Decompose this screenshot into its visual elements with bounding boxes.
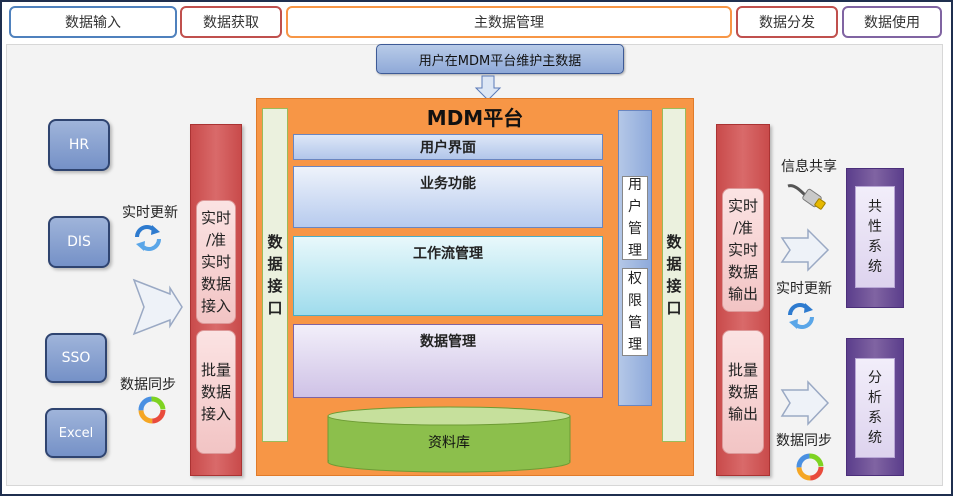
distribute-batch-line: 批量 <box>727 361 758 379</box>
perm-mgmt-line: 管理 <box>628 315 642 353</box>
source-dis-label: DIS <box>67 234 91 250</box>
shared-system-line: 系 <box>868 239 882 255</box>
header-cat-input: 数据输入 <box>9 6 177 38</box>
source-excel: Excel <box>45 408 107 458</box>
distribute-batch-box: 批量 数据 输出 <box>722 330 764 454</box>
acquire-realtime-line: /准 <box>205 231 227 249</box>
user-mgmt-line: 管理 <box>628 221 642 259</box>
layer-user-interface: 用户界面 <box>293 134 603 160</box>
refresh-icon <box>788 303 814 329</box>
source-dis: DIS <box>48 216 110 268</box>
sync-ring-icon <box>796 453 824 481</box>
mdm-platform-title: MDM平台 <box>426 106 524 130</box>
shared-system-line: 共 <box>868 199 882 215</box>
header-cat-input-label: 数据输入 <box>65 15 121 31</box>
header-cat-mdm-label: 主数据管理 <box>474 15 544 31</box>
output-sync-label: 数据同步 <box>776 433 832 449</box>
maintain-note-box: 用户在MDM平台维护主数据 <box>376 44 624 74</box>
acquire-realtime-line: 实时 <box>200 209 231 227</box>
analysis-system-box: 分 析 系 统 <box>855 358 895 458</box>
output-share-label: 信息共享 <box>781 159 837 175</box>
left-data-interface: 数据 接口 <box>262 108 288 442</box>
source-excel-label: Excel <box>58 425 94 441</box>
shared-system-line: 性 <box>868 219 882 235</box>
acquire-batch-line: 接入 <box>200 405 231 423</box>
header-cat-distribute: 数据分发 <box>736 6 838 38</box>
header-cat-distribute-label: 数据分发 <box>759 15 815 31</box>
distribute-batch-line: 数据 <box>727 383 758 401</box>
analysis-system-line: 统 <box>868 430 882 446</box>
distribute-batch-line: 输出 <box>727 405 758 423</box>
header-cat-acquire-label: 数据获取 <box>203 15 259 31</box>
distribute-realtime-line: /准 <box>732 219 754 237</box>
header-cat-use: 数据使用 <box>842 6 942 38</box>
output-arrow-bottom-icon <box>780 380 830 426</box>
left-interface-line: 接口 <box>267 277 283 317</box>
shared-system-box: 共 性 系 统 <box>855 186 895 288</box>
header-cat-acquire: 数据获取 <box>180 6 282 38</box>
right-data-interface: 数据 接口 <box>662 108 686 442</box>
layer-workflow: 工作流管理 <box>293 236 603 316</box>
shared-system-line: 统 <box>868 259 882 275</box>
layer-user-interface-label: 用户界面 <box>420 140 476 156</box>
database-label: 资料库 <box>428 435 470 451</box>
acquire-realtime-line: 实时 <box>200 253 231 271</box>
header-cat-mdm: 主数据管理 <box>286 6 732 38</box>
acquire-batch-box: 批量 数据 接入 <box>196 330 236 454</box>
output-arrow-top-icon <box>780 228 830 272</box>
source-sso-label: SSO <box>61 350 91 366</box>
distribute-realtime-line: 实时 <box>727 241 758 259</box>
right-interface-line: 接口 <box>666 277 682 317</box>
acquire-realtime-line: 接入 <box>200 297 231 315</box>
layer-business-function-label: 业务功能 <box>420 176 476 192</box>
user-mgmt-line: 用户 <box>628 177 642 215</box>
analysis-system-line: 分 <box>868 370 882 386</box>
header-cat-use-label: 数据使用 <box>864 15 920 31</box>
refresh-icon <box>135 225 161 251</box>
source-hr-label: HR <box>68 137 90 153</box>
distribute-realtime-line: 数据 <box>727 263 758 281</box>
source-sso: SSO <box>45 333 107 383</box>
distribute-realtime-box: 实时 /准 实时 数据 输出 <box>722 188 764 312</box>
acquire-batch-line: 批量 <box>200 361 231 379</box>
maintain-note-text: 用户在MDM平台维护主数据 <box>418 53 582 69</box>
plug-connector-icon <box>787 184 826 210</box>
acquire-realtime-box: 实时 /准 实时 数据 接入 <box>196 200 236 324</box>
input-sync-label: 数据同步 <box>120 377 176 393</box>
funnel-input-arrow-icon <box>132 278 183 336</box>
maintain-down-arrow <box>474 75 502 101</box>
right-interface-line: 数据 <box>666 233 682 273</box>
input-realtime-label: 实时更新 <box>122 205 178 221</box>
source-hr: HR <box>48 119 110 171</box>
sync-ring-icon <box>138 396 166 424</box>
analysis-system-line: 析 <box>868 390 882 406</box>
acquire-realtime-line: 数据 <box>200 275 231 293</box>
layer-data-management-label: 数据管理 <box>420 334 476 350</box>
analysis-system-line: 系 <box>868 410 882 426</box>
layer-business-function: 业务功能 <box>293 166 603 228</box>
left-interface-line: 数据 <box>267 233 283 273</box>
permission-management-box: 权限 管理 <box>622 268 648 356</box>
output-realtime-label: 实时更新 <box>776 281 832 297</box>
database-cylinder-icon <box>327 406 571 473</box>
perm-mgmt-line: 权限 <box>628 271 642 309</box>
layer-workflow-label: 工作流管理 <box>413 246 483 262</box>
distribute-realtime-line: 输出 <box>727 285 758 303</box>
layer-data-management: 数据管理 <box>293 324 603 398</box>
user-management-box: 用户 管理 <box>622 176 648 260</box>
distribute-realtime-line: 实时 <box>727 197 758 215</box>
acquire-batch-line: 数据 <box>200 383 231 401</box>
